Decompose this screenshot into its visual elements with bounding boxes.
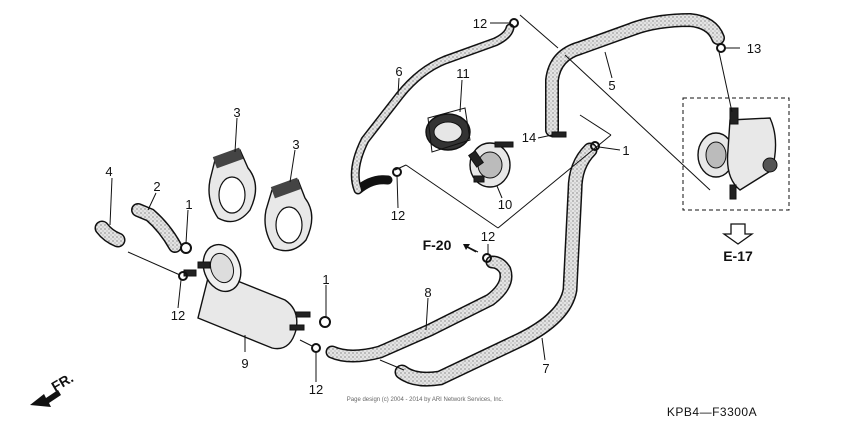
clamp-12b[interactable] — [311, 343, 321, 353]
label-1c: 1 — [622, 143, 629, 158]
label-7: 7 — [542, 361, 549, 376]
label-2: 2 — [153, 179, 160, 194]
hose-4[interactable] — [94, 220, 126, 248]
label-12d: 12 — [481, 229, 495, 244]
carburetor[interactable] — [697, 107, 778, 200]
label-1b: 1 — [322, 272, 329, 287]
clamp-12d[interactable] — [482, 253, 492, 263]
valve-10[interactable] — [468, 141, 514, 188]
clamp-12a[interactable] — [178, 271, 188, 281]
hose-5[interactable] — [545, 12, 725, 137]
arrow-to-f20 — [463, 244, 477, 253]
carburetor-reference-box — [682, 97, 790, 211]
label-8: 8 — [424, 285, 431, 300]
label-3b: 3 — [292, 137, 299, 152]
cover-11[interactable] — [425, 107, 471, 153]
reference-e17: E-17 — [723, 248, 753, 264]
leader-lines — [109, 14, 740, 382]
label-12c: 12 — [391, 208, 405, 223]
label-6: 6 — [395, 64, 402, 79]
diagram-code: KPB4—F3300A — [667, 405, 757, 419]
front-direction-arrow-icon — [30, 390, 61, 407]
direction-label: FR. — [49, 369, 77, 394]
label-14: 14 — [522, 130, 536, 145]
clamp-1a[interactable] — [180, 242, 192, 254]
hose-6[interactable] — [350, 23, 515, 195]
label-12a: 12 — [171, 308, 185, 323]
label-12b: 12 — [309, 382, 323, 397]
hose-8[interactable] — [325, 255, 513, 363]
clip-14[interactable] — [551, 131, 567, 138]
copyright-notice: Page design (c) 2004 - 2014 by ARI Netwo… — [347, 397, 504, 403]
label-5: 5 — [608, 78, 615, 93]
bracket-3a[interactable] — [208, 147, 257, 223]
clamp-1b[interactable] — [319, 316, 331, 328]
label-3a: 3 — [233, 105, 240, 120]
label-9: 9 — [241, 356, 248, 371]
clamp-1c[interactable] — [590, 141, 600, 151]
clamp-12e[interactable] — [509, 18, 519, 28]
hose-7[interactable] — [394, 142, 598, 387]
hose-2[interactable] — [131, 203, 182, 253]
arrow-down-icon — [721, 223, 755, 245]
label-11: 11 — [456, 66, 470, 81]
label-12e: 12 — [473, 16, 487, 31]
label-1a: 1 — [185, 197, 192, 212]
label-13: 13 — [747, 41, 761, 56]
bracket-3b[interactable] — [264, 177, 313, 252]
label-10: 10 — [498, 197, 512, 212]
clamp-13[interactable] — [716, 43, 726, 53]
reference-f20: F-20 — [423, 237, 452, 253]
canister-9[interactable] — [183, 239, 311, 350]
label-4: 4 — [105, 164, 112, 179]
